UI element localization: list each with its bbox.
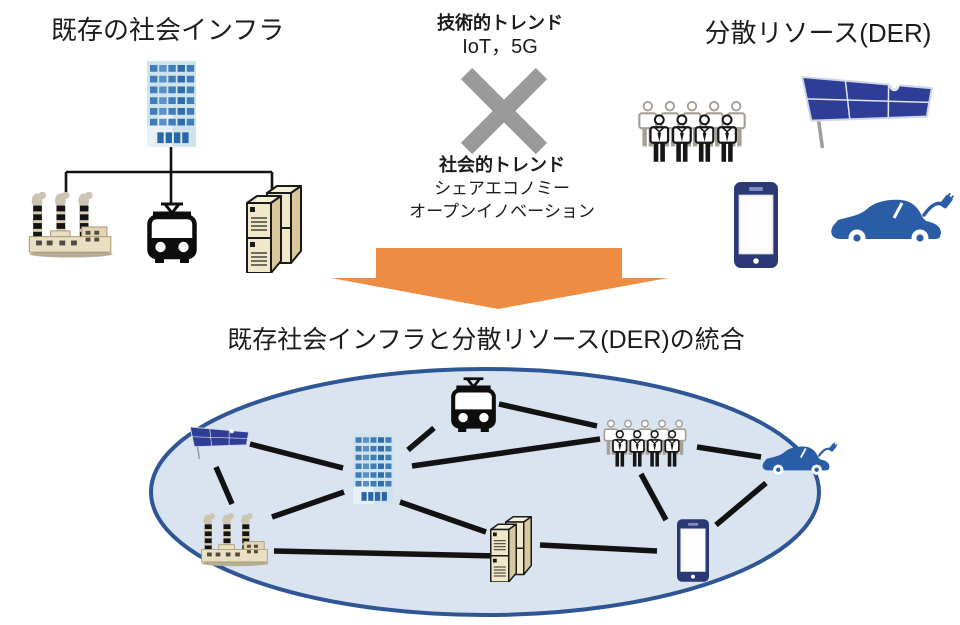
server-node-icon <box>489 516 533 582</box>
network-edge <box>406 425 436 453</box>
network-edge <box>411 436 601 469</box>
smartphone-node-icon <box>677 519 709 582</box>
building-node-icon <box>353 434 393 504</box>
network-edge <box>638 472 669 522</box>
network-edges <box>213 401 768 559</box>
network-edge <box>696 444 762 460</box>
existing-infra-title: 既存の社会インフラ <box>51 15 285 45</box>
network-edge <box>714 480 768 528</box>
server-icon <box>246 185 302 273</box>
technical-trend-heading: 技術的トレンド <box>437 13 563 33</box>
infra-tree-lines <box>64 147 274 203</box>
network-edge <box>273 548 498 559</box>
solar-panel-icon <box>800 75 934 150</box>
network-edge <box>213 465 235 506</box>
social-trend-item: シェアエコノミー <box>434 179 570 198</box>
network-edge <box>249 441 344 471</box>
tram-node-icon <box>453 379 494 432</box>
social-trend-item: オープンイノベーション <box>409 202 595 221</box>
factory-icon <box>28 192 114 258</box>
network-edge <box>498 401 598 429</box>
der-title: 分散リソース(DER) <box>704 18 932 48</box>
social-trend-heading: 社会的トレンド <box>439 155 565 175</box>
integration-title: 既存社会インフラと分散リソース(DER)の統合 <box>227 326 745 354</box>
network-edge <box>539 542 658 554</box>
ev-car-icon <box>829 191 955 249</box>
building-icon <box>147 61 196 147</box>
down-arrow <box>331 248 668 309</box>
tram-icon <box>150 204 195 263</box>
network-edge <box>399 499 487 535</box>
multiply-icon <box>460 67 548 155</box>
smartphone-icon <box>734 182 778 268</box>
crowd-icon <box>639 102 744 162</box>
network-edge <box>271 489 345 520</box>
technical-trend-items: IoT，5G <box>462 36 538 58</box>
